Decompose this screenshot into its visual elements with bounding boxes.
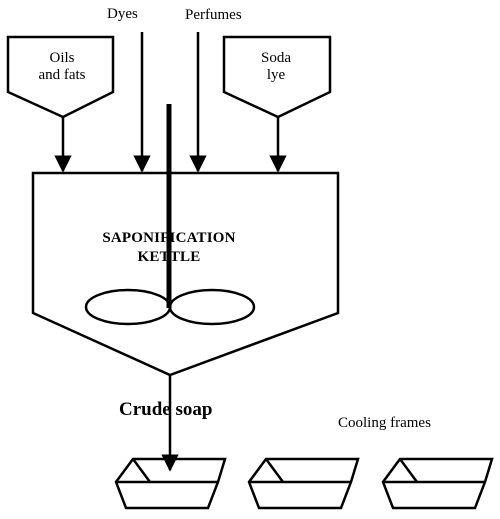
oils-label-line1: Oils	[49, 50, 75, 66]
stirrer-paddle-right	[168, 288, 256, 326]
oils-hopper	[6, 35, 115, 119]
soda-lye-label: Soda lye	[244, 50, 308, 84]
soda-label-line1: Soda	[261, 50, 291, 66]
cooling-frames-label: Cooling frames	[338, 415, 431, 431]
dyes-label: Dyes	[107, 6, 138, 22]
cooling-frame-2	[247, 457, 360, 510]
stirrer-paddle-left	[84, 288, 172, 326]
perfumes-label: Perfumes	[185, 7, 242, 23]
oils-label-line2: and fats	[38, 67, 86, 83]
kettle-label-line2: KETTLE	[137, 249, 201, 265]
soda-label-line2: lye	[266, 67, 286, 83]
kettle-label: SAPONIFICATION KETTLE	[69, 229, 269, 267]
soda-lye-hopper	[222, 35, 332, 119]
cooling-frame-3	[381, 457, 494, 510]
kettle-body	[31, 171, 340, 377]
crude-soap-label: Crude soap	[119, 399, 213, 420]
kettle-label-line1: SAPONIFICATION	[102, 230, 236, 246]
oils-and-fats-label: Oils and fats	[30, 50, 94, 84]
cooling-frame-1	[114, 457, 227, 510]
